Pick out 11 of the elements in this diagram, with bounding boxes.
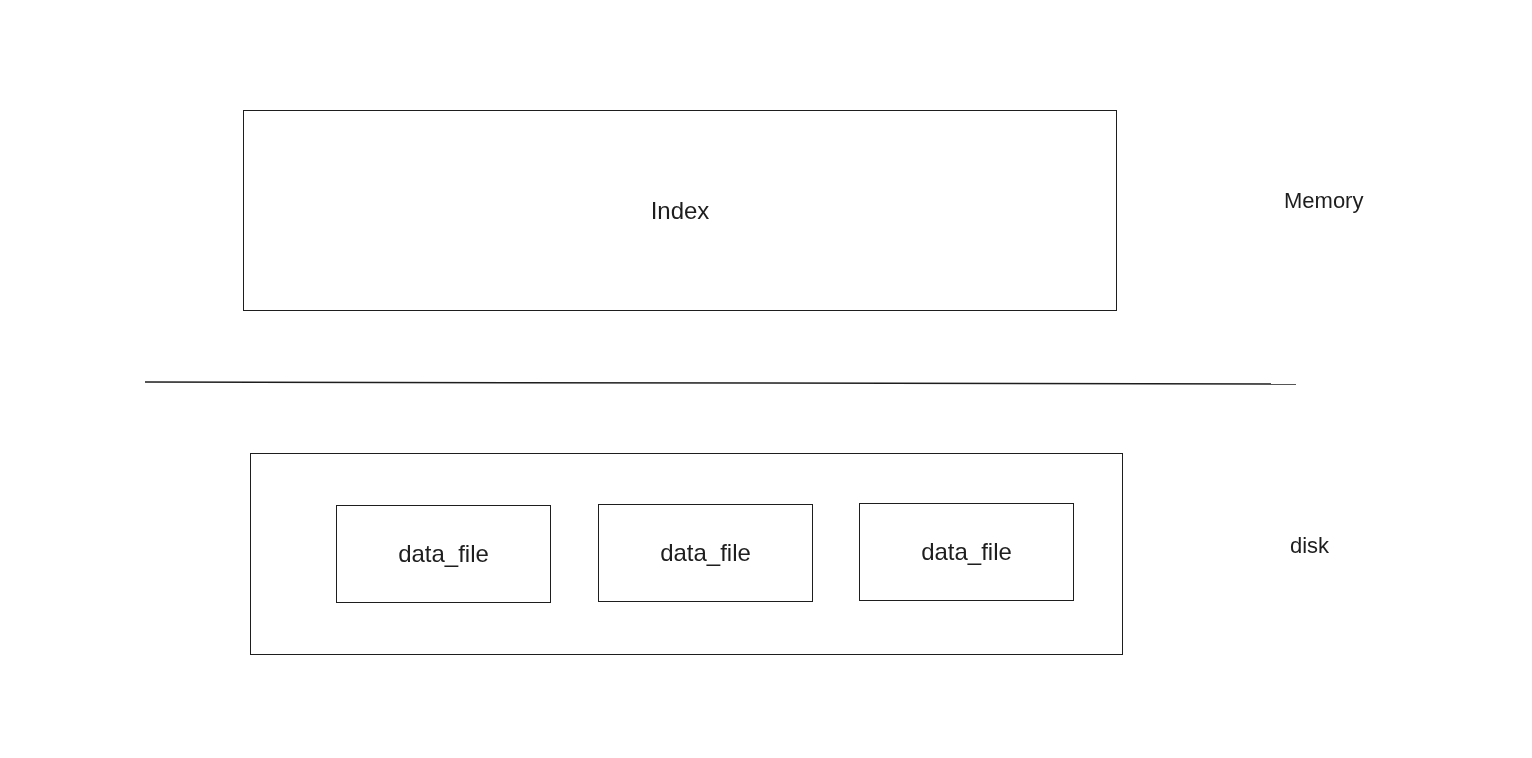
storage-box [859, 503, 1074, 601]
box-label: data_file [398, 539, 489, 569]
box-label: data_file [921, 537, 1012, 567]
box-label: Index [650, 195, 710, 226]
storage-box [598, 504, 813, 602]
storage-box [243, 110, 1117, 311]
box-label: data_file [660, 538, 751, 568]
storage-box [336, 505, 551, 603]
layer-label: disk [1290, 532, 1330, 560]
layer-label: Memory [1284, 187, 1364, 215]
container-box [250, 453, 1123, 655]
